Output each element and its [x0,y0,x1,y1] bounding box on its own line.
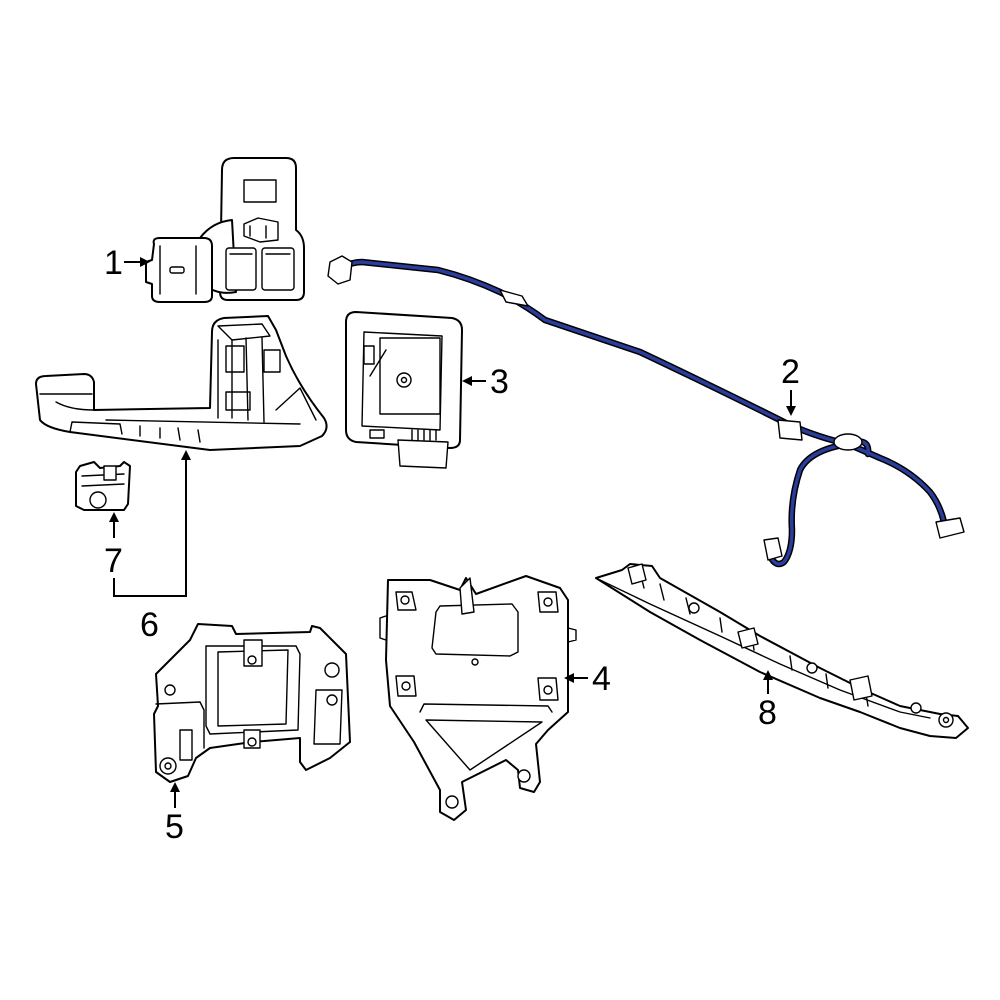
callout-8: 8 [758,694,777,732]
part-3-control-module[interactable] [345,311,463,469]
part-6-bracket[interactable] [35,315,328,451]
part-5-bracket[interactable] [153,623,351,783]
part-1-sensor[interactable] [145,157,305,303]
part-2-wiring-harness[interactable] [327,255,965,568]
callout-3: 3 [490,363,509,401]
callout-leaders [109,257,796,808]
part-4-mounting-plate[interactable] [379,575,577,821]
part-8-rail[interactable] [595,563,969,739]
callout-7: 7 [104,542,123,580]
callout-2: 2 [781,353,800,391]
callout-6: 6 [140,606,159,644]
callout-5: 5 [165,808,184,846]
part-7-clip[interactable] [75,461,131,511]
callout-4: 4 [592,660,611,698]
callout-labels: 1 2 3 4 5 6 7 8 [104,244,800,846]
callout-1: 1 [104,244,123,282]
